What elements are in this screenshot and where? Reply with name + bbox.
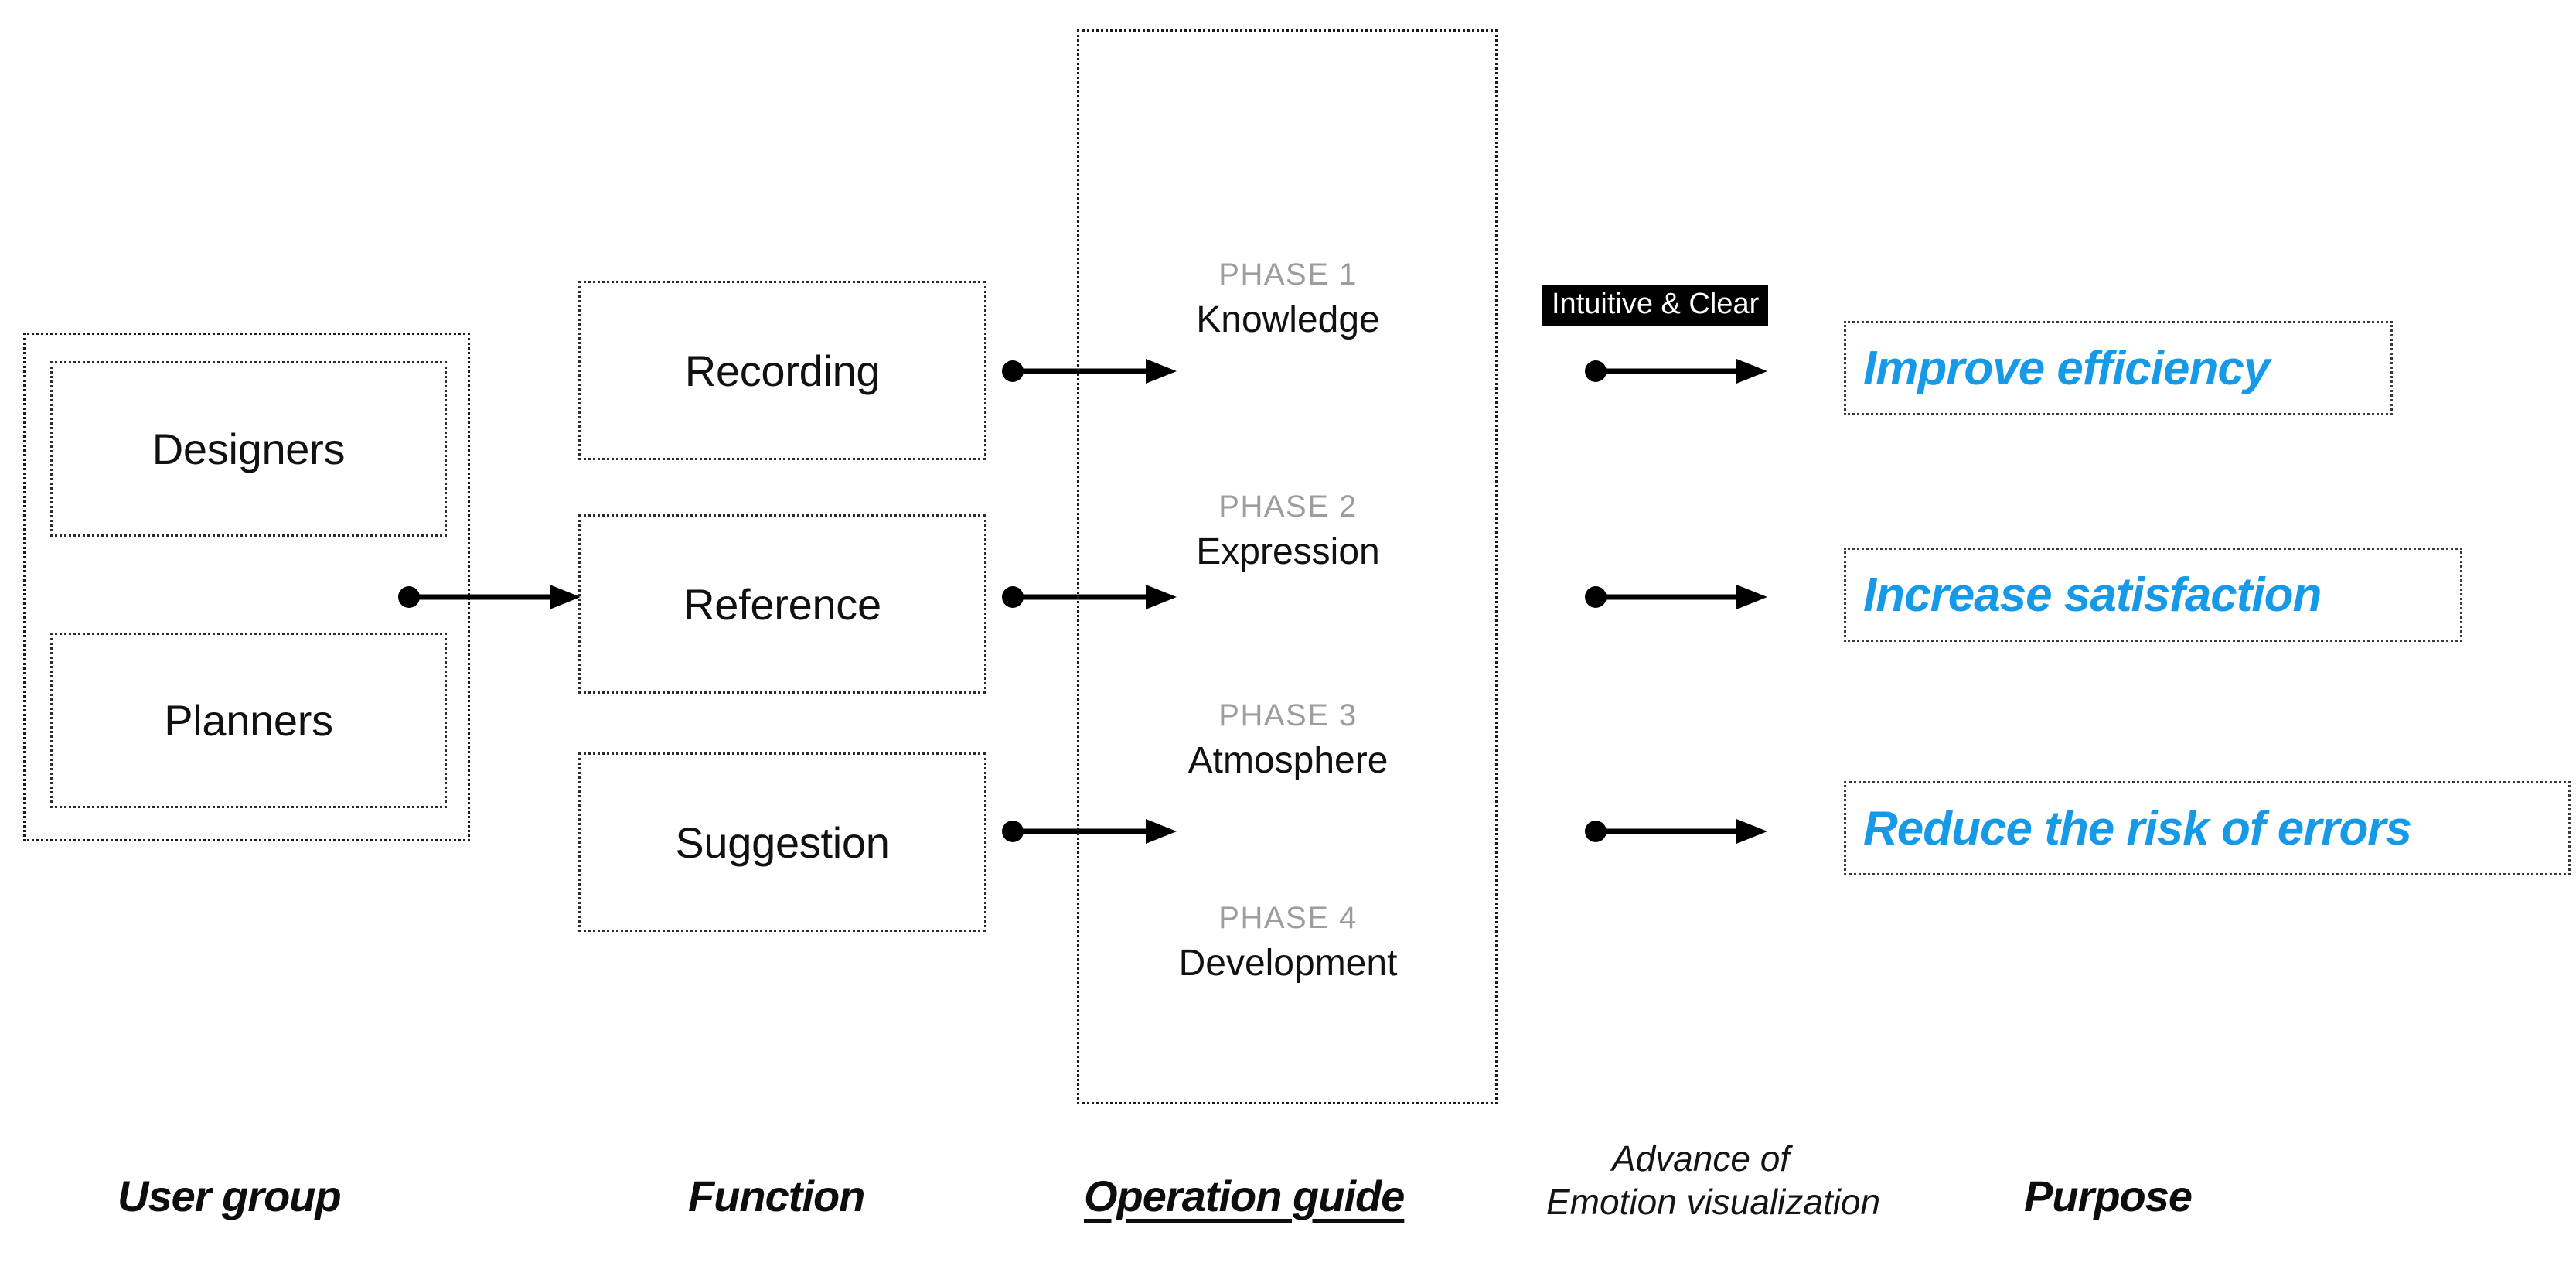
arrow-reference-to-phase2 [1002,582,1180,613]
footer-note-advance: Advance of Emotion visualization [1546,1137,1881,1223]
purpose-item-1[interactable]: Improve efficiency [1844,321,2393,415]
operation-guide-frame [1077,29,1498,1104]
function-item-label: Recording [684,346,881,395]
user-group-item-label: Designers [152,425,346,473]
footer-label-user-group: User group [118,1172,342,1220]
footer-label-purpose: Purpose [2024,1172,2193,1220]
phase-block-3[interactable]: PHASE 3 Atmosphere [1126,696,1450,784]
phase-block-1[interactable]: PHASE 1 Knowledge [1126,255,1450,343]
function-item-label: Suggestion [675,817,890,867]
phase-name: Knowledge [1196,299,1380,340]
arrow-advance-to-purpose-2 [1585,582,1770,613]
phase-block-4[interactable]: PHASE 4 Development [1126,899,1450,987]
phase-kicker: PHASE 3 [1218,698,1358,732]
footer-label-operation-guide: Operation guide [1084,1172,1405,1220]
phase-kicker: PHASE 1 [1218,258,1358,292]
phase-kicker: PHASE 4 [1218,901,1358,935]
user-group-item-designers[interactable]: Designers [50,361,447,537]
arrow-recording-to-phase1 [1002,356,1180,387]
advance-badge-label: Intuitive & Clear [1542,285,1769,326]
user-group-item-label: Planners [164,696,333,745]
phase-name: Expression [1196,531,1380,572]
phase-name: Development [1178,943,1398,984]
user-group-item-planners[interactable]: Planners [50,633,447,808]
purpose-item-label: Improve efficiency [1863,341,2270,395]
arrow-suggestion-to-phase4 [1002,816,1180,847]
function-item-label: Reference [683,579,881,629]
phase-name: Atmosphere [1187,740,1389,781]
arrow-advance-to-purpose-1 [1585,356,1770,387]
phase-kicker: PHASE 2 [1218,490,1358,524]
function-item-reference[interactable]: Reference [578,514,986,694]
phase-block-2[interactable]: PHASE 2 Expression [1126,487,1450,575]
footer-note-line1: Advance of [1611,1138,1791,1179]
footer-note-line2: Emotion visualization [1546,1182,1881,1223]
function-item-recording[interactable]: Recording [578,281,986,460]
function-item-suggestion[interactable]: Suggestion [578,752,986,932]
purpose-item-label: Reduce the risk of errors [1863,801,2412,855]
user-group-outer-frame [23,333,470,841]
advance-badge[interactable]: Intuitive & Clear [1542,285,1769,326]
purpose-item-label: Increase satisfaction [1863,568,2322,622]
footer-label-function: Function [688,1172,865,1220]
arrow-advance-to-purpose-3 [1585,816,1770,847]
arrow-usergroup-to-function [398,582,584,613]
purpose-item-3[interactable]: Reduce the risk of errors [1844,781,2571,875]
purpose-item-2[interactable]: Increase satisfaction [1844,548,2462,642]
